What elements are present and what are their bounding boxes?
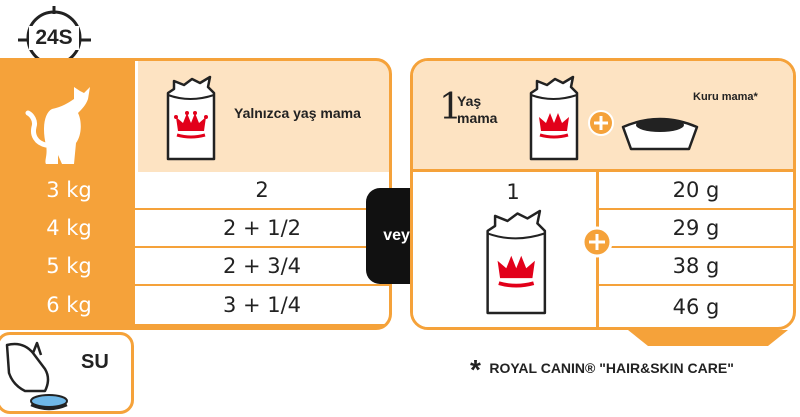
portion-value: 2 + 3/4 [135,248,389,284]
mixed-feeding-panel: 1 Yaş mama Kuru mama* 1 20 g 29 g 38 g [410,58,796,330]
footnote-text: ROYAL CANIN® "HAIR&SKIN CARE" [489,360,734,376]
pouch-count: 1 [506,180,520,204]
water-label: SU [81,351,109,373]
cat-silhouette-icon [25,86,90,164]
size-badge: 24S [15,6,93,66]
table-row: 3 kg 2 [3,172,389,210]
mixed-feeding-header: 1 Yaş mama Kuru mama* [413,61,793,172]
plus-icon [588,110,614,136]
weight-label: 5 kg [46,254,92,278]
dry-portion-value: 38 g [599,248,793,286]
crown-logo-icon [174,111,208,139]
header-count: 1 [439,87,462,128]
portion-value: 3 + 1/4 [135,286,389,324]
dry-food-label: Kuru mama* [693,91,758,103]
weight-label: 3 kg [46,178,92,202]
weight-label: 4 kg [46,216,92,240]
dry-bowl-icon [621,117,699,151]
or-label: veya [383,227,419,244]
portion-value: 2 [135,172,389,208]
dry-portion-value: 29 g [599,210,793,248]
dry-portion-value: 20 g [599,172,793,210]
table-row: 4 kg 2 + 1/2 [3,210,389,248]
table-row: 6 kg 3 + 1/4 [3,286,389,327]
wet-only-label: Yalnızca yaş mama [234,105,361,121]
wet-only-panel: Yalnızca yaş mama 3 kg 2 4 kg 2 + 1/2 5 … [0,58,392,330]
footnote-star: * [470,354,481,385]
weight-label: 6 kg [46,293,92,317]
water-box: SU [0,332,134,414]
wet-only-header: Yalnızca yaş mama [135,61,389,172]
badge-label: 24S [29,26,79,50]
footnote-pointer-icon [628,330,788,346]
pouch-cell: 1 [413,172,599,327]
wet-pouch-icon [529,75,579,161]
dry-portion-table: 20 g 29 g 38 g 46 g [599,172,793,327]
wet-pouch-icon [166,75,216,161]
wet-only-table: 3 kg 2 4 kg 2 + 1/2 5 kg 2 + 3/4 6 kg 3 … [3,172,389,327]
water-drink-icon [5,341,68,411]
dry-portion-value: 46 g [672,294,720,319]
table-row: 5 kg 2 + 3/4 [3,248,389,286]
cat-cell [3,61,135,172]
wet-food-label: Yaş mama [457,93,498,126]
wet-pouch-icon [486,209,547,315]
plus-icon [581,226,613,258]
footnote: * ROYAL CANIN® "HAIR&SKIN CARE" [470,354,796,394]
portion-value: 2 + 1/2 [135,210,389,246]
